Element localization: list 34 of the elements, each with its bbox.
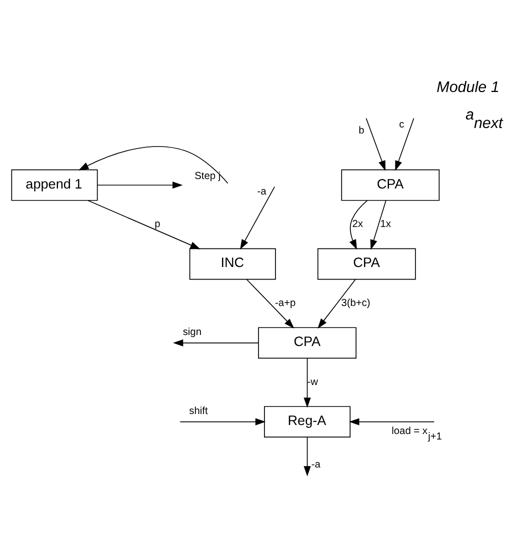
arrow [349, 200, 368, 250]
edge-label: -a [257, 186, 266, 197]
edge-label: 2x [352, 218, 363, 230]
arrow [88, 200, 200, 249]
arrow [78, 146, 228, 184]
node-box: CPA [341, 168, 440, 200]
arrow [97, 181, 183, 188]
arrow [304, 436, 311, 476]
edge-label: 1x [380, 218, 391, 230]
node-box: append 1 [11, 168, 98, 200]
arrow [395, 117, 414, 170]
arrow [366, 117, 386, 170]
edge-label: -a+p [275, 298, 296, 309]
diagram-title: Module 1 [436, 78, 500, 96]
edge-label: b [358, 125, 364, 136]
edge-label: -w [307, 376, 318, 388]
arrow [370, 200, 386, 250]
node-box: Reg-A [264, 406, 351, 437]
edge-label: -a [311, 458, 320, 470]
arrow [246, 278, 294, 328]
edge-label: shift [189, 405, 208, 416]
arrow [180, 418, 266, 425]
edge-label: 3(b+c) [341, 298, 370, 309]
node-box: CPA [258, 326, 356, 358]
edge-label: c [399, 119, 404, 130]
node-box: CPA [317, 248, 416, 280]
arrow [304, 357, 311, 408]
edge-label: p [154, 218, 160, 230]
arrow [240, 186, 275, 250]
arrow [318, 278, 356, 328]
arrow [349, 418, 435, 425]
edge-label: sign [182, 326, 202, 338]
node-box: INC [189, 248, 276, 280]
arrow [172, 338, 259, 346]
